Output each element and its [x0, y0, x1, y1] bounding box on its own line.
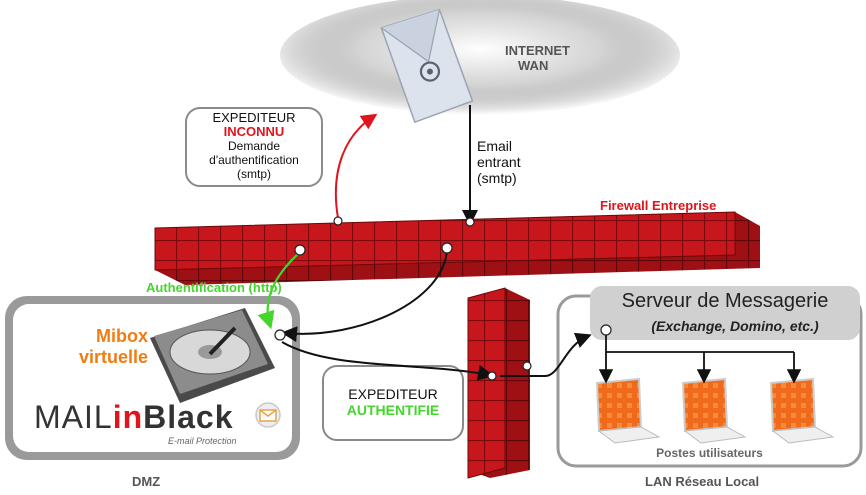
firewall-wall [154, 211, 760, 285]
brand-part-1: MAIL [34, 399, 113, 435]
arrow-auth-request [334, 113, 378, 219]
mibox-line-1: Mibox [96, 326, 148, 346]
arrow-firewall-to-server [500, 332, 592, 377]
email-envelope-icon [380, 8, 474, 124]
internet-label: INTERNET [505, 43, 570, 58]
arrow-authentication [257, 251, 301, 330]
laptop-icon [769, 377, 835, 444]
email-in-line-2: entrant [477, 154, 521, 170]
server-box [590, 286, 860, 340]
connection-nodes [274, 216, 612, 381]
email-in-label: Email entrant (smtp) [477, 138, 521, 186]
authenticated-sender-line-1: EXPEDITEUR [348, 386, 438, 402]
authenticated-sender-label: EXPEDITEUR AUTHENTIFIE [323, 386, 463, 418]
brand-subtitle: E-mail Protection [168, 436, 237, 446]
server-title: Serveur de Messagerie [621, 290, 829, 312]
authentication-label: Authentification (http) [146, 280, 282, 295]
internet-cloud [280, 0, 680, 115]
laptop-icon [681, 377, 747, 444]
brand-part-3: Black [143, 399, 234, 435]
arrow-mibox-to-firewall [281, 341, 494, 381]
server-subtitle: (Exchange, Domino, etc.) [651, 318, 819, 334]
unknown-sender-line-1: EXPEDITEUR [212, 110, 296, 125]
unknown-sender-line-5: (smtp) [237, 167, 271, 181]
firewall-label: Firewall Entreprise [600, 198, 717, 213]
mibox-line-2: virtuelle [78, 347, 148, 367]
hard-drive-icon [150, 308, 275, 403]
email-in-line-1: Email [477, 138, 513, 154]
unknown-sender-box [185, 107, 323, 187]
mailinblack-logo: MAILinBlack [34, 399, 234, 436]
unknown-sender-line-2: INCONNU [223, 124, 285, 139]
unknown-sender-label: EXPEDITEUR INCONNU Demande d'authentific… [186, 110, 322, 182]
unknown-sender-line-3: Demande [227, 139, 281, 153]
email-in-line-3: (smtp) [477, 170, 517, 186]
workstations-label: Postes utilisateurs [656, 446, 763, 460]
lan-label: LAN Réseau Local [645, 474, 760, 489]
firewall-tower [467, 287, 530, 479]
authenticated-sender-line-2: AUTHENTIFIE [346, 402, 440, 418]
wan-label: WAN [518, 58, 549, 73]
dmz-label: DMZ [132, 474, 161, 489]
arrow-firewall-to-mibox [281, 248, 448, 343]
mibox-label: Mibox virtuelle [38, 326, 148, 368]
laptop-icon [595, 377, 661, 444]
mail-logo-icon [255, 402, 281, 428]
brand-part-2: in [112, 399, 144, 435]
unknown-sender-line-4: d'authentification [209, 153, 299, 167]
